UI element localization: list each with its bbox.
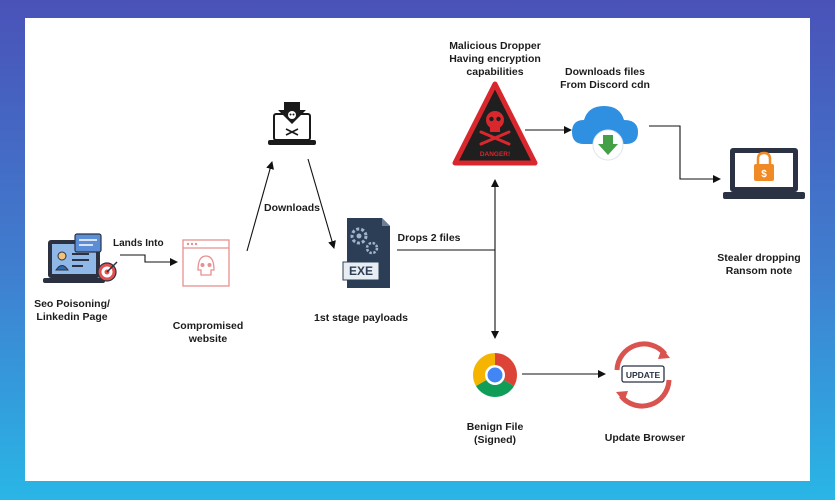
lands-into-label: Lands Into [113, 238, 164, 249]
linkedin-profile-icon [43, 233, 118, 283]
diagram-canvas: EXE DANGER! $ [25, 18, 810, 481]
seo-label-line2: Linkedin Page [36, 311, 108, 323]
cloud-download-icon [572, 106, 638, 161]
lock-dollar-text: $ [761, 169, 767, 180]
stealer-label-line2: Ransom note [725, 265, 793, 277]
cdn-label-line1: Downloads files [565, 66, 645, 78]
website-label-line2: website [188, 333, 228, 345]
laptop-lock-icon: $ [723, 148, 805, 199]
cdn-label: Downloads files From Discord cdn [557, 66, 653, 92]
update-browser-icon: UPDATE [614, 341, 672, 409]
benign-label-line1: Benign File [466, 421, 524, 433]
stealer-label-line1: Stealer dropping [717, 252, 801, 264]
danger-text: DANGER! [480, 151, 510, 158]
update-label: Update Browser [604, 432, 686, 444]
edge-seo-to-website [120, 254, 178, 266]
benign-label-line2: (Signed) [474, 434, 516, 446]
edge-cdn-to-stealer [649, 125, 721, 183]
skull-webpage-icon [182, 239, 230, 287]
edges [120, 125, 721, 378]
edge-website-to-laptop [246, 161, 274, 252]
edge-laptop-to-exe [307, 158, 336, 249]
seo-label: Seo Poisoning/ Linkedin Page [31, 298, 113, 324]
exe-text: EXE [349, 264, 373, 278]
laptop-skull-download-icon [268, 102, 316, 145]
benign-label: Benign File (Signed) [455, 421, 535, 447]
payload-label: 1st stage payloads [314, 312, 408, 324]
dropper-label-line3: capabilities [466, 66, 524, 78]
website-label: Compromised website [167, 320, 249, 346]
seo-label-line1: Seo Poisoning/ [34, 298, 110, 310]
website-label-line1: Compromised [172, 320, 244, 332]
downloads-label: Downloads [263, 202, 320, 214]
stealer-label: Stealer dropping Ransom note [711, 252, 807, 278]
danger-sign-icon: DANGER! [452, 81, 538, 166]
exe-gear-icon: EXE [342, 218, 390, 288]
chrome-icon [473, 353, 517, 397]
cdn-label-line2: From Discord cdn [560, 79, 650, 91]
diagram-svg: EXE DANGER! $ [43, 81, 805, 409]
update-badge-text: UPDATE [626, 370, 661, 380]
dropper-label: Malicious Dropper Having encryption capa… [439, 40, 551, 79]
dropper-label-line1: Malicious Dropper [449, 40, 541, 52]
dropper-label-line2: Having encryption [449, 53, 541, 65]
drops-label: Drops 2 files [397, 232, 461, 244]
